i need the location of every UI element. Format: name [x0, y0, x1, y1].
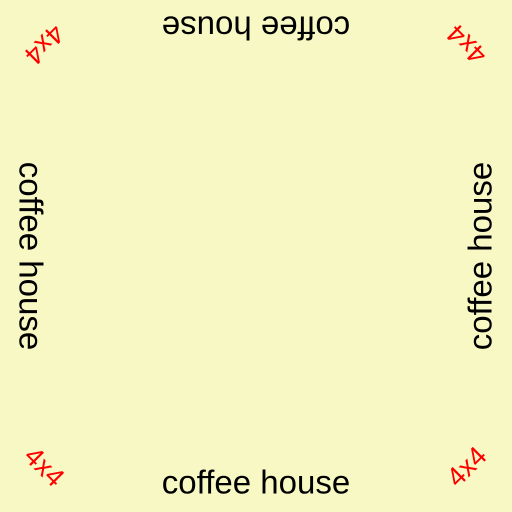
tile-name-left: coffee house	[12, 161, 50, 351]
corner-label-top-left: 4x4	[18, 18, 71, 71]
tile-name-right: coffee house	[461, 161, 499, 351]
tile-name-bottom: coffee house	[161, 463, 351, 501]
corner-label-bottom-right: 4x4	[440, 440, 493, 493]
tile-name-top: coffee house	[161, 9, 351, 47]
corner-label-top-right: 4x4	[440, 18, 493, 71]
corner-label-bottom-left: 4x4	[18, 440, 71, 493]
